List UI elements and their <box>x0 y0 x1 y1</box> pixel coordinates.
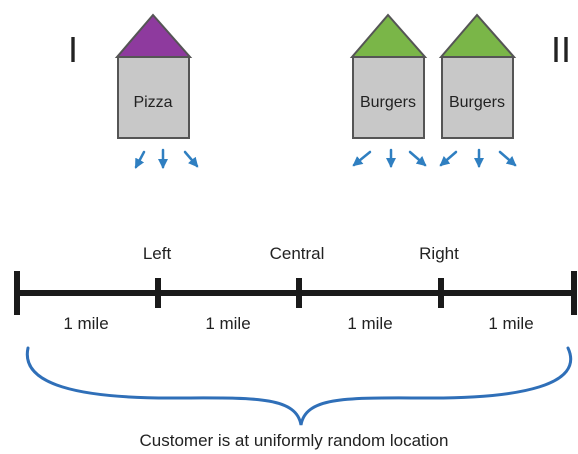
label-firm-one: I <box>68 29 78 70</box>
burger-body-two <box>441 56 514 139</box>
arrow-icon <box>134 150 146 169</box>
segment-label: 1 mile <box>205 314 250 333</box>
pizza-label: Pizza <box>133 94 172 111</box>
brace <box>25 346 572 426</box>
burger-store-one: Burgers <box>349 13 428 139</box>
arrow-icon <box>183 150 199 168</box>
burger-label-two: Burgers <box>449 94 505 111</box>
segment-label: 1 mile <box>63 314 108 333</box>
label-firm-two: II <box>551 29 571 70</box>
arrow-icon <box>439 150 458 167</box>
pizza-store: Pizza <box>114 13 193 139</box>
arrow-icon <box>498 150 517 167</box>
segment-label: 1 mile <box>347 314 392 333</box>
burger-label-one: Burgers <box>360 94 416 111</box>
arrow-icon <box>408 150 427 167</box>
burger-roof-two <box>438 13 517 58</box>
arrow-icon <box>352 150 372 167</box>
number-line <box>14 271 577 315</box>
burger-store-two: Burgers <box>438 13 517 139</box>
pizza-body <box>117 56 190 139</box>
location-left-label: Left <box>143 244 172 263</box>
burger-roof-one <box>349 13 428 58</box>
segment-label: 1 mile <box>488 314 533 333</box>
caption: Customer is at uniformly random location <box>140 431 449 450</box>
location-central-label: Central <box>270 244 325 263</box>
pizza-roof <box>114 13 193 58</box>
burger-body-one <box>352 56 425 139</box>
location-right-label: Right <box>419 244 459 263</box>
